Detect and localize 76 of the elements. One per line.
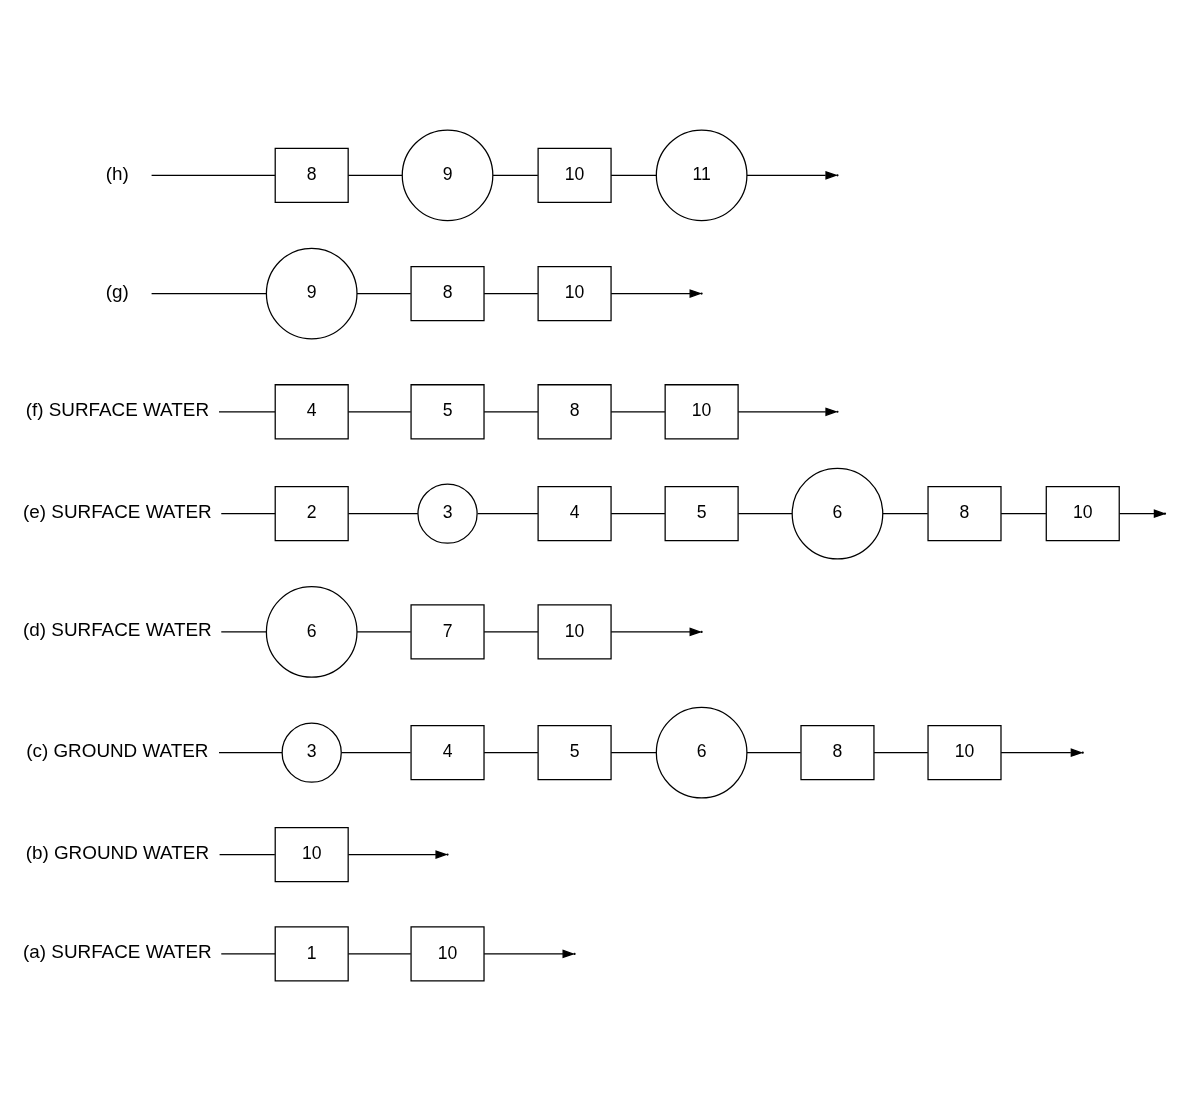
connector	[150, 292, 268, 295]
node-box: 5	[410, 384, 485, 440]
connector	[347, 411, 412, 413]
node-box: 2	[274, 486, 349, 542]
connector	[218, 411, 276, 413]
connector	[483, 292, 539, 295]
connector	[1000, 513, 1047, 515]
node-box: 7	[410, 604, 485, 660]
node-text: (h)	[105, 162, 129, 184]
connector	[150, 174, 276, 176]
arrow	[610, 289, 703, 298]
arrow	[746, 170, 838, 180]
connector	[873, 752, 929, 754]
node-box: 8	[274, 147, 349, 203]
node-box: 10	[664, 384, 739, 440]
node-text: (c) GROUND WATER	[26, 740, 209, 762]
node-box: 8	[800, 725, 875, 781]
connector	[347, 174, 403, 176]
connector	[737, 513, 793, 515]
node-box: 1	[274, 926, 349, 982]
node-box: 4	[410, 725, 485, 781]
connector	[220, 631, 267, 633]
node-text: (d) SURFACE WATER	[23, 619, 212, 641]
connector	[610, 513, 666, 515]
node-box: 10	[1045, 486, 1120, 542]
connector	[610, 752, 657, 754]
node-box: 10	[537, 265, 612, 322]
node-circle: 11	[655, 129, 748, 222]
node-box: 10	[537, 147, 612, 203]
connector	[218, 853, 276, 856]
node-box: 10	[537, 604, 612, 660]
node-text: (e) SURFACE WATER	[23, 501, 212, 523]
node-box: 10	[410, 926, 485, 982]
node-circle: 9	[401, 129, 494, 222]
node-circle: 9	[265, 247, 358, 340]
node-box: 8	[927, 486, 1002, 542]
connector	[610, 174, 657, 176]
arrow	[737, 407, 838, 417]
connector	[483, 752, 539, 754]
node-text: (b) GROUND WATER	[25, 841, 210, 863]
node-text: (g)	[105, 280, 129, 302]
node-box: 8	[410, 265, 485, 322]
node-circle: 6	[655, 706, 748, 799]
arrow	[1000, 748, 1084, 758]
node-circle: 3	[281, 722, 342, 783]
node-box: 4	[274, 384, 349, 440]
connector	[610, 411, 666, 413]
node-text: (a) SURFACE WATER	[23, 941, 212, 963]
node-box: 8	[537, 384, 612, 440]
node-box: 10	[274, 826, 349, 883]
node-box: 4	[537, 486, 612, 542]
connector	[746, 752, 802, 754]
connector	[347, 513, 419, 515]
node-text: (f) SURFACE WATER	[25, 399, 210, 421]
node-circle: 6	[791, 467, 884, 560]
arrow	[347, 850, 449, 859]
connector	[340, 752, 412, 754]
arrow	[1118, 509, 1167, 519]
arrow	[483, 949, 576, 959]
node-box: 10	[927, 725, 1002, 781]
connector	[492, 174, 539, 176]
connector	[347, 953, 412, 955]
connector	[356, 631, 412, 633]
node-box: 5	[537, 725, 612, 781]
node-circle: 6	[265, 586, 358, 678]
node-box: 5	[664, 486, 739, 542]
connector	[477, 513, 539, 515]
arrow	[610, 627, 703, 637]
connector	[356, 292, 412, 295]
connector	[882, 513, 929, 515]
connector	[483, 631, 539, 633]
connector	[220, 513, 276, 515]
connector	[218, 752, 283, 754]
connector	[220, 953, 276, 955]
connector	[483, 411, 539, 413]
node-circle: 3	[417, 483, 478, 544]
